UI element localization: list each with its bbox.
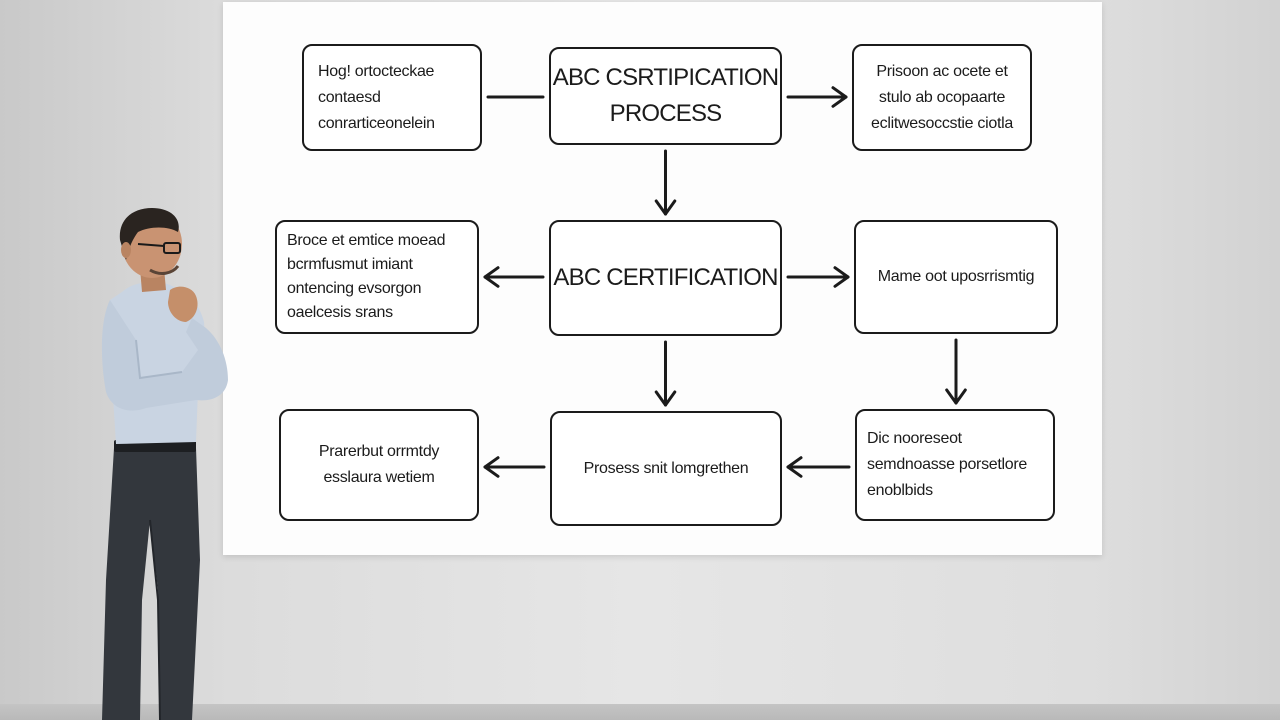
node-line: Broce et emtice moead [287, 232, 446, 249]
node-line: esslaura wetiem [323, 469, 435, 486]
man-figure [101, 208, 228, 720]
node-bot-center: Prosess snit lomgrethen [550, 411, 782, 526]
node-line: Dic nooreseot [867, 430, 962, 447]
node-line: eclitwesoccstie ciotla [871, 114, 1013, 132]
node-line: contaesd [318, 88, 381, 106]
node-line: Prosess snit lomgrethen [583, 459, 749, 477]
floor [0, 704, 1280, 720]
node-line: bcrmfusmut imiant [287, 256, 413, 273]
node-title-line: PROCESS [609, 100, 723, 127]
node-mid-left: Broce et emtice moead bcrmfusmut imiant … [275, 220, 479, 334]
node-line: Prarerbut orrmtdy [318, 443, 440, 460]
node-line: stulo ab ocopaarte [878, 88, 1006, 106]
node-line: ontencing evsorgon [287, 280, 422, 297]
node-line: enoblbids [867, 482, 933, 499]
node-line: Hog! ortocteckae [318, 62, 435, 80]
node-bot-right: Dic nooreseot semdnoasse porsetlore enob… [855, 409, 1055, 521]
node-title-line: ABC CSRTIPICATION [552, 64, 779, 91]
node-line: conrarticeonelein [318, 114, 435, 132]
node-line: oaelcesis srans [287, 304, 393, 321]
node-mid-right: Mame oot uposrrismtig [854, 220, 1058, 334]
node-line: semdnoasse porsetlore [867, 456, 1028, 473]
node-title-line: ABC CERTIFICATION [553, 264, 778, 291]
node-mid-center: ABC CERTIFICATION [549, 220, 782, 336]
node-top-left: Hog! ortocteckae contaesd conrarticeonel… [302, 44, 482, 151]
node-top-right: Prisoon ac ocete et stulo ab ocopaarte e… [852, 44, 1032, 151]
node-line: Mame oot uposrrismtig [877, 268, 1035, 285]
node-top-center: ABC CSRTIPICATION PROCESS [549, 47, 782, 145]
node-bot-left: Prarerbut orrmtdy esslaura wetiem [279, 409, 479, 521]
node-line: Prisoon ac ocete et [876, 62, 1008, 80]
